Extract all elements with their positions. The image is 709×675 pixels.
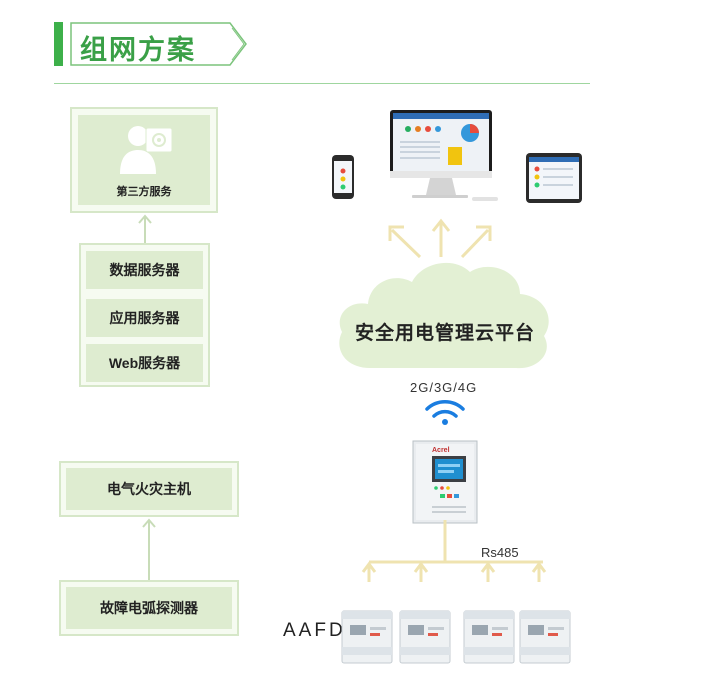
phone-icon [332, 155, 354, 199]
third-party-label: 第三方服务 [116, 186, 172, 198]
fire-host-label: 电气火灾主机 [107, 481, 191, 497]
aafd-devices [341, 610, 571, 664]
app-server-box: 应用服务器 [86, 299, 203, 337]
app-server-label: 应用服务器 [109, 310, 180, 326]
aafd-unit-icon [519, 610, 571, 664]
header-title: 组网方案 [80, 35, 196, 65]
network-label: 2G/3G/4G [410, 380, 478, 395]
arrow-up-icon [142, 518, 156, 581]
header-tag-shape [70, 22, 247, 66]
monitor-icon [390, 110, 498, 201]
detector-box: 故障电弧探测器 [66, 587, 232, 629]
header-divider [54, 83, 590, 84]
aafd-label: AAFD [283, 620, 346, 641]
cloud-platform-label: 安全用电管理云平台 [354, 323, 535, 344]
detector-label: 故障电弧探测器 [100, 600, 198, 616]
data-server-box: 数据服务器 [86, 251, 203, 289]
fire-host-box: 电气火灾主机 [66, 468, 232, 510]
web-server-label: Web服务器 [108, 355, 181, 371]
client-devices [332, 110, 582, 203]
header-accent-bar [54, 22, 63, 66]
rs485-label: Rs485 [481, 545, 519, 560]
aafd-unit-icon [463, 610, 515, 664]
rs485-bus-lines [361, 520, 547, 582]
brand-logo: Acrel [432, 447, 450, 454]
cloud-icon [339, 262, 549, 369]
controller-cabinet-icon [412, 440, 478, 524]
cloud-to-devices-arrows [388, 218, 492, 259]
tablet-icon [526, 153, 582, 203]
service-person-icon [120, 126, 173, 174]
aafd-unit-icon [399, 610, 451, 664]
data-server-label: 数据服务器 [109, 262, 180, 278]
arrow-up-icon [138, 214, 152, 245]
aafd-unit-icon [341, 610, 393, 664]
wifi-icon [425, 400, 465, 425]
web-server-box: Web服务器 [86, 344, 203, 382]
